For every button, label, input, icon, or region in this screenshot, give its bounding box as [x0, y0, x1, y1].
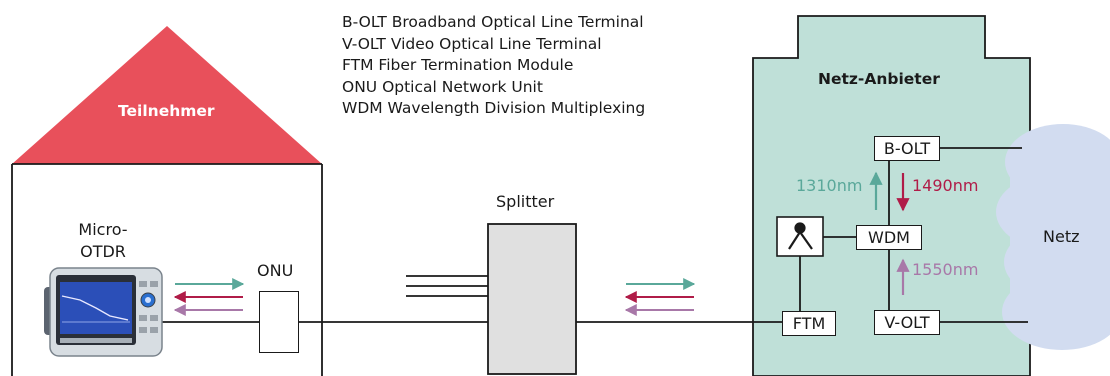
network-label: Netz — [1043, 227, 1080, 246]
abbreviation-legend: B-OLT Broadband Optical Line Terminal V-… — [342, 12, 645, 120]
subscriber-label: Teilnehmer — [118, 102, 215, 120]
legend-item-bolt: B-OLT Broadband Optical Line Terminal — [342, 13, 644, 31]
b-olt-box: B-OLT — [874, 136, 940, 161]
legend-item-wdm: WDM Wavelength Division Multiplexing — [342, 99, 646, 117]
house-roof — [12, 26, 322, 164]
legend-item-onu: ONU Optical Network Unit — [342, 77, 543, 96]
network-cloud — [996, 124, 1110, 350]
legend-item-volt: V-OLT Video Optical Line Terminal — [342, 34, 602, 53]
wavelength-1490-label: 1490nm — [912, 176, 979, 195]
micro-otdr-device — [44, 267, 163, 357]
otdr-label-line2: OTDR — [80, 242, 126, 261]
otdr-label-line1: Micro- — [78, 220, 128, 239]
v-olt-box: V-OLT — [874, 310, 940, 335]
onu-box — [259, 291, 299, 353]
house-walls — [11, 163, 323, 376]
onu-label: ONU — [257, 261, 294, 280]
provider-building — [752, 15, 1031, 376]
detector-icon — [788, 222, 813, 250]
wdm-box: WDM — [856, 225, 922, 250]
splitter-body — [487, 223, 577, 375]
provider-label: Netz-Anbieter — [818, 70, 940, 88]
splitter-label: Splitter — [496, 192, 555, 211]
wavelength-1550-label: 1550nm — [912, 260, 979, 279]
ftm-box: FTM — [782, 311, 836, 336]
legend-item-ftm: FTM Fiber Termination Module — [342, 56, 574, 74]
wavelength-1310-label: 1310nm — [796, 176, 863, 195]
